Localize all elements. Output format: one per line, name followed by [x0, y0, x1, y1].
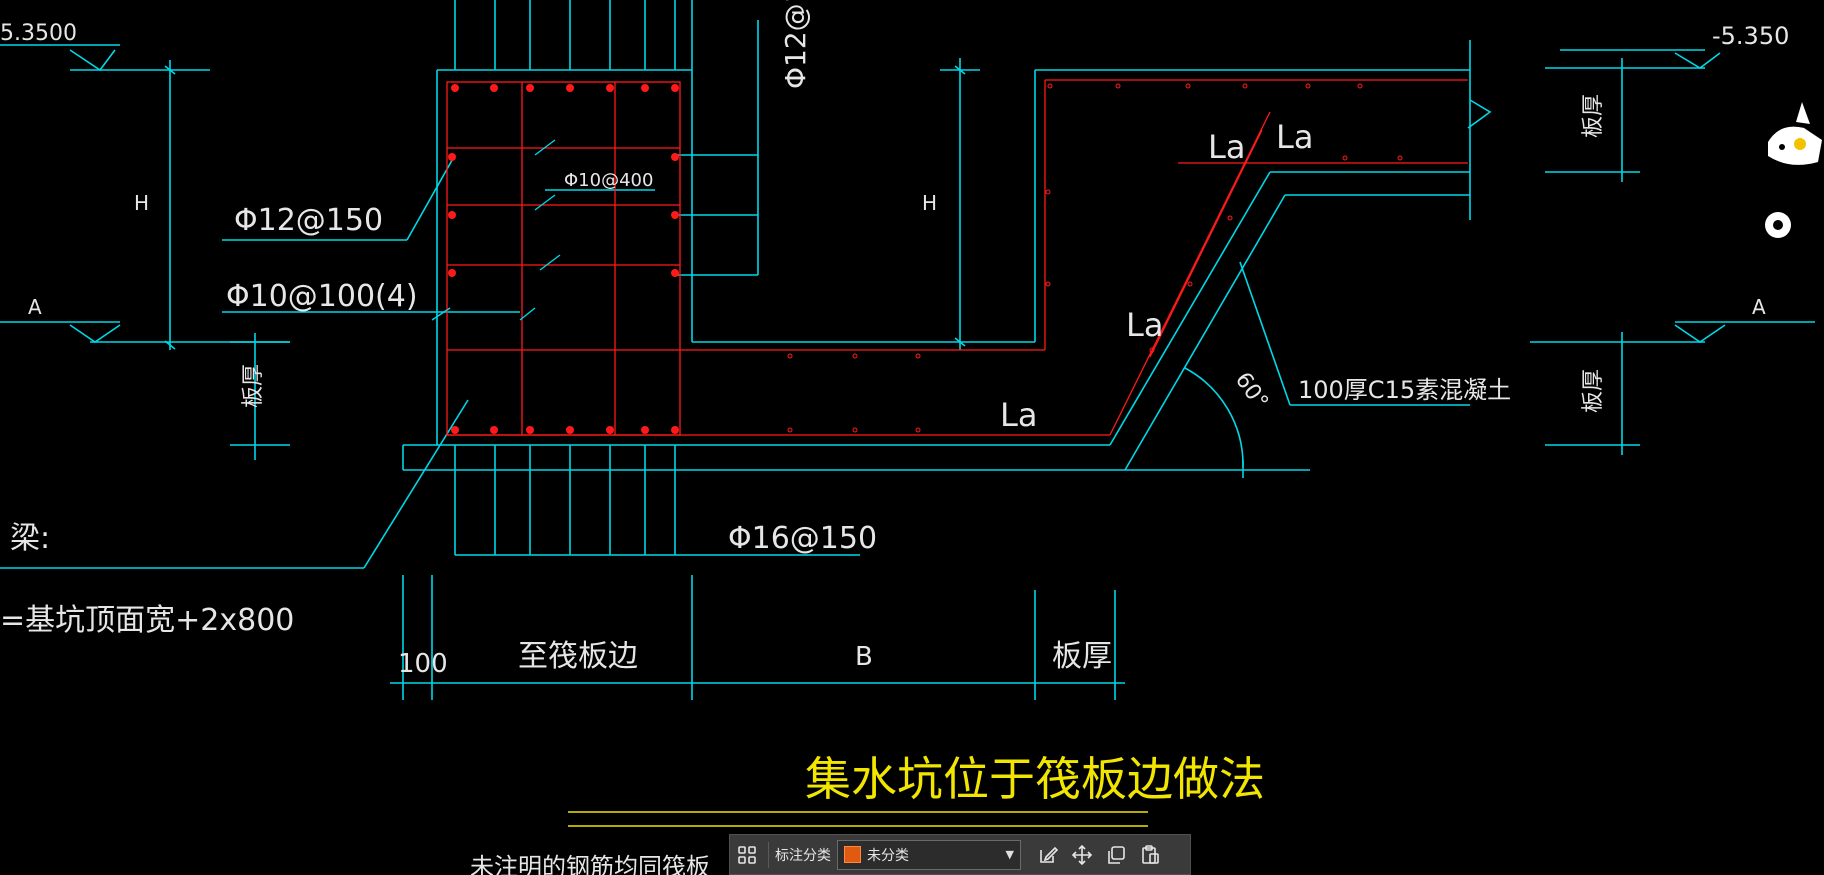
move-icon [1071, 844, 1093, 865]
slope-line-outer [1124, 194, 1286, 471]
angle-arc [1184, 367, 1244, 468]
category-label: 标注分类 [775, 847, 831, 864]
assistant-mascot-widget[interactable] [1760, 92, 1824, 180]
rebar-slope-1 [1109, 111, 1271, 436]
elevation-triangle-right [1674, 52, 1721, 69]
rebar-label-stirrup-400: Φ10@400 [564, 170, 653, 191]
annotation-toolbar: 标注分类 未分类 ▼ [729, 834, 1191, 875]
section-triangle-a-left [69, 324, 121, 343]
settings-float-button[interactable] [1760, 207, 1800, 247]
concrete-note: 100厚C15素混凝土 [1298, 376, 1511, 404]
dim-label-slab: 板厚 [1052, 639, 1112, 674]
drawing-title: 集水坑位于筏板边做法 [805, 752, 1265, 806]
paste-icon [1142, 844, 1159, 864]
elevation-label-left: 5.3500 [0, 21, 77, 46]
height-label-left: H [134, 191, 149, 215]
paste-button[interactable] [1133, 838, 1167, 872]
beam-formula: =基坑顶面宽+2x800 [0, 603, 294, 638]
rebar-label-top-vertical: Φ12@150 [779, 0, 812, 89]
slab-label-right-bottom: 板厚 [1581, 369, 1606, 413]
anchor-la-2: La [1276, 118, 1313, 156]
height-label-mid: H [922, 191, 937, 215]
rebar-label-bottom: Φ16@150 [728, 521, 877, 556]
copy-icon [1108, 845, 1125, 864]
concrete-note-leader [1239, 261, 1291, 406]
dim-label-b: B [855, 642, 873, 672]
grid-button[interactable] [730, 838, 764, 872]
edit-button[interactable] [1031, 838, 1065, 872]
dim-tick [954, 337, 966, 347]
gear-icon [1765, 212, 1791, 238]
rebar-label-left-150: Φ12@150 [234, 203, 383, 238]
move-button[interactable] [1065, 838, 1099, 872]
dim-tick [954, 65, 966, 75]
section-label-a-right: A [1752, 295, 1766, 319]
dim-label-to-edge: 至筏板边 [518, 639, 638, 674]
elevation-label-right: -5.350 [1712, 22, 1789, 50]
grid-icon [738, 845, 756, 864]
chevron-down-icon: ▼ [1005, 848, 1014, 861]
stirrup-ticks [431, 139, 561, 321]
anchor-la-3: La [1126, 306, 1163, 344]
slab-label-right-top: 板厚 [1581, 94, 1606, 138]
toolbar-separator [768, 841, 769, 868]
beam-leader-diag [363, 399, 469, 569]
rebar-slope-2 [1149, 129, 1263, 358]
elevation-triangle-left [69, 49, 116, 72]
mascot-icon [1768, 102, 1822, 165]
edit-icon [1040, 846, 1059, 863]
slab-label-left: 板厚 [241, 364, 266, 408]
slope-line-inner [1109, 171, 1271, 446]
bottom-note: 未注明的钢筋均同筏板 [470, 853, 710, 875]
section-label-a-left: A [28, 295, 42, 319]
rebar-label-stirrup-100: Φ10@100(4) [226, 279, 418, 314]
category-select-value: 未分类 [867, 847, 909, 864]
rebar-dots [448, 84, 679, 434]
dim-label-100: 100 [398, 649, 448, 679]
beam-label: 梁: [10, 521, 50, 556]
anchor-la-4: La [1000, 396, 1037, 434]
anchor-la-1: La [1208, 128, 1245, 166]
category-select[interactable]: 未分类 ▼ [837, 839, 1021, 870]
pit-rebar-cage [446, 81, 681, 436]
section-triangle-a-right [1674, 324, 1726, 343]
angle-label: 60° [1230, 368, 1273, 414]
dim-tick [164, 65, 176, 75]
leader-phi12-diag [406, 154, 456, 241]
category-color-swatch [844, 846, 861, 863]
rebar-small-dots [787, 83, 1403, 433]
break-symbol [1467, 99, 1492, 129]
copy-button[interactable] [1099, 838, 1133, 872]
